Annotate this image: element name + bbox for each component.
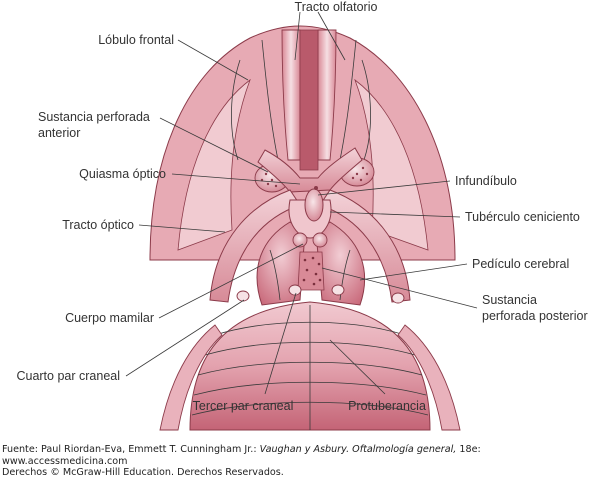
label-infundibulo: Infundíbulo — [455, 174, 517, 188]
labels: Tracto olfatorio Lóbulo frontal Sustanci… — [16, 0, 587, 413]
pons — [159, 301, 461, 431]
caption-book-title: Vaughan y Asbury. Oftalmología general, — [259, 444, 457, 455]
posterior-perforated-substance — [297, 251, 325, 291]
label-tracto-olfatorio: Tracto olfatorio — [295, 0, 378, 14]
label-cuarto-par-craneal: Cuarto par craneal — [16, 369, 120, 383]
leader-lines — [125, 11, 478, 395]
fourth-cranial-nerves — [236, 290, 405, 304]
caption-source-line: Fuente: Paul Riordan-Eva, Emmett T. Cunn… — [2, 444, 597, 456]
label-pediculo-cerebral: Pedículo cerebral — [472, 257, 569, 271]
olfactory-tracts — [261, 29, 357, 171]
label-lobulo-frontal: Lóbulo frontal — [98, 33, 174, 47]
label-cuerpo-mamilar: Cuerpo mamilar — [65, 311, 154, 325]
label-quiasma-optico: Quiasma óptico — [79, 167, 166, 181]
cerebral-peduncles — [256, 221, 366, 306]
label-tracto-optico: Tracto óptico — [62, 218, 134, 232]
caption-website: www.accessmedicina.com — [2, 455, 128, 467]
label-tuberculo-ceniciento: Tubérculo ceniciento — [465, 210, 580, 224]
label-sustancia-perforada-anterior: Sustancia perforada — [38, 110, 150, 124]
brain-base-illustration: Tracto olfatorio Lóbulo frontal Sustanci… — [16, 0, 588, 431]
optic-chiasm — [257, 147, 363, 193]
third-cranial-nerves — [288, 284, 345, 296]
label-sustancia-perforada-posterior-2: perforada posterior — [482, 309, 588, 323]
mammillary-bodies — [292, 232, 328, 248]
figure-caption: Fuente: Paul Riordan-Eva, Emmett T. Cunn… — [2, 444, 597, 479]
label-sustancia-perforada-anterior-2: anterior — [38, 126, 80, 140]
caption-rights: Derechos © McGraw-Hill Education. Derech… — [2, 467, 284, 479]
label-tercer-par-craneal: Tercer par craneal — [193, 399, 294, 413]
caption-source-prefix: Fuente: Paul Riordan-Eva, Emmett T. Cunn… — [2, 444, 260, 455]
caption-edition: 18e: — [456, 444, 481, 455]
label-sustancia-perforada-posterior: Sustancia — [482, 293, 537, 307]
label-protuberancia: Protuberancia — [348, 399, 426, 413]
infundibulum — [304, 186, 324, 222]
